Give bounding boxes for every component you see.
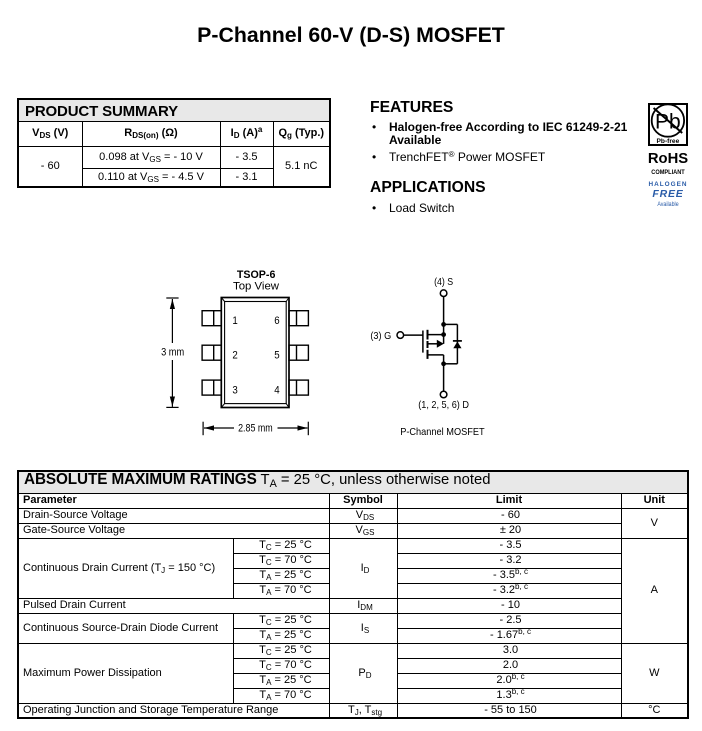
svg-text:(3) G: (3) G (370, 330, 391, 342)
svg-text:P-Channel MOSFET: P-Channel MOSFET (400, 426, 485, 438)
svg-text:6: 6 (274, 315, 279, 327)
svg-text:3: 3 (232, 385, 237, 397)
svg-text:Pb: Pb (655, 111, 681, 134)
svg-text:TSOP-6: TSOP-6 (237, 269, 276, 281)
svg-text:(4) S: (4) S (434, 276, 453, 288)
svg-text:4: 4 (274, 385, 279, 397)
svg-text:Top View: Top View (233, 281, 279, 293)
svg-text:Pb-free: Pb-free (657, 138, 680, 145)
svg-text:(1, 2, 5, 6) D: (1, 2, 5, 6) D (418, 399, 469, 411)
svg-text:2: 2 (232, 350, 237, 362)
svg-text:3 mm: 3 mm (161, 347, 184, 359)
svg-text:2.85 mm: 2.85 mm (238, 422, 273, 434)
svg-text:5: 5 (274, 350, 279, 362)
svg-text:1: 1 (232, 315, 237, 327)
